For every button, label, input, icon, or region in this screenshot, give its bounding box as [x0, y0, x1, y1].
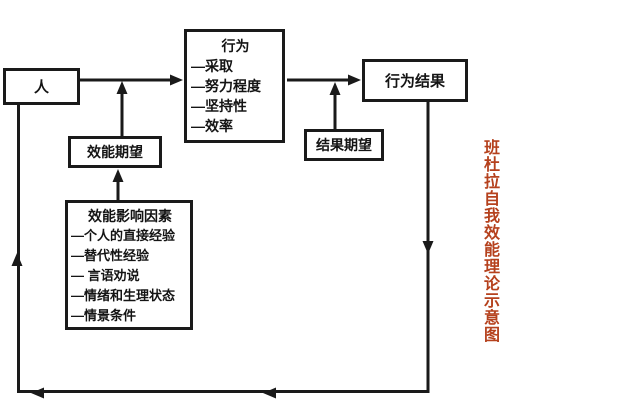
arrowhead-outcome-expectation-icon: [329, 82, 341, 95]
node-efficacy-expectation: 效能期望: [68, 136, 162, 168]
arrowhead-feedback-left-mid-icon: [263, 387, 276, 399]
arrowhead-feedback-down-icon: [422, 241, 434, 254]
node-behavior-title: 行为: [221, 38, 250, 54]
arrowhead-factors-icon: [112, 169, 124, 182]
node-efficacy-factors: 效能影响因素 —个人的直接经验 —替代性经验 — 言语劝说 —情绪和生理状态 —…: [65, 200, 193, 330]
node-efficacy-factors-item: — 言语劝说: [71, 268, 140, 283]
node-behavior-result-label: 行为结果: [384, 73, 445, 90]
diagram-title: 班杜拉自我效能理论示意图: [481, 139, 498, 343]
node-efficacy-factors-title: 效能影响因素: [88, 208, 172, 224]
arrowhead-into-behavior-icon: [170, 74, 183, 86]
arrowhead-feedback-up-icon: [11, 253, 23, 266]
node-person: 人: [3, 68, 80, 105]
node-efficacy-factors-item: —个人的直接经验: [71, 228, 176, 243]
node-efficacy-factors-item: —情绪和生理状态: [71, 288, 176, 303]
node-efficacy-factors-item: —情景条件: [71, 308, 137, 323]
node-efficacy-expectation-label: 效能期望: [87, 144, 143, 160]
arrowhead-feedback-left-corner-icon: [31, 387, 44, 399]
node-efficacy-factors-item: —替代性经验: [71, 248, 150, 263]
node-behavior-item: —坚持性: [191, 98, 247, 114]
node-outcome-expectation-label: 结果期望: [316, 137, 372, 153]
node-outcome-expectation: 结果期望: [304, 129, 384, 161]
arrowhead-efficacy-expectation-icon: [116, 81, 128, 94]
node-behavior-item: —采取: [191, 58, 233, 74]
node-behavior-item: —效率: [191, 118, 233, 134]
arrowhead-into-result-icon: [348, 74, 361, 86]
node-person-label: 人: [33, 79, 49, 96]
node-behavior: 行为 —采取 —努力程度 —坚持性 —效率: [184, 29, 285, 143]
node-behavior-item: —努力程度: [191, 78, 261, 94]
node-behavior-result: 行为结果: [362, 59, 468, 102]
